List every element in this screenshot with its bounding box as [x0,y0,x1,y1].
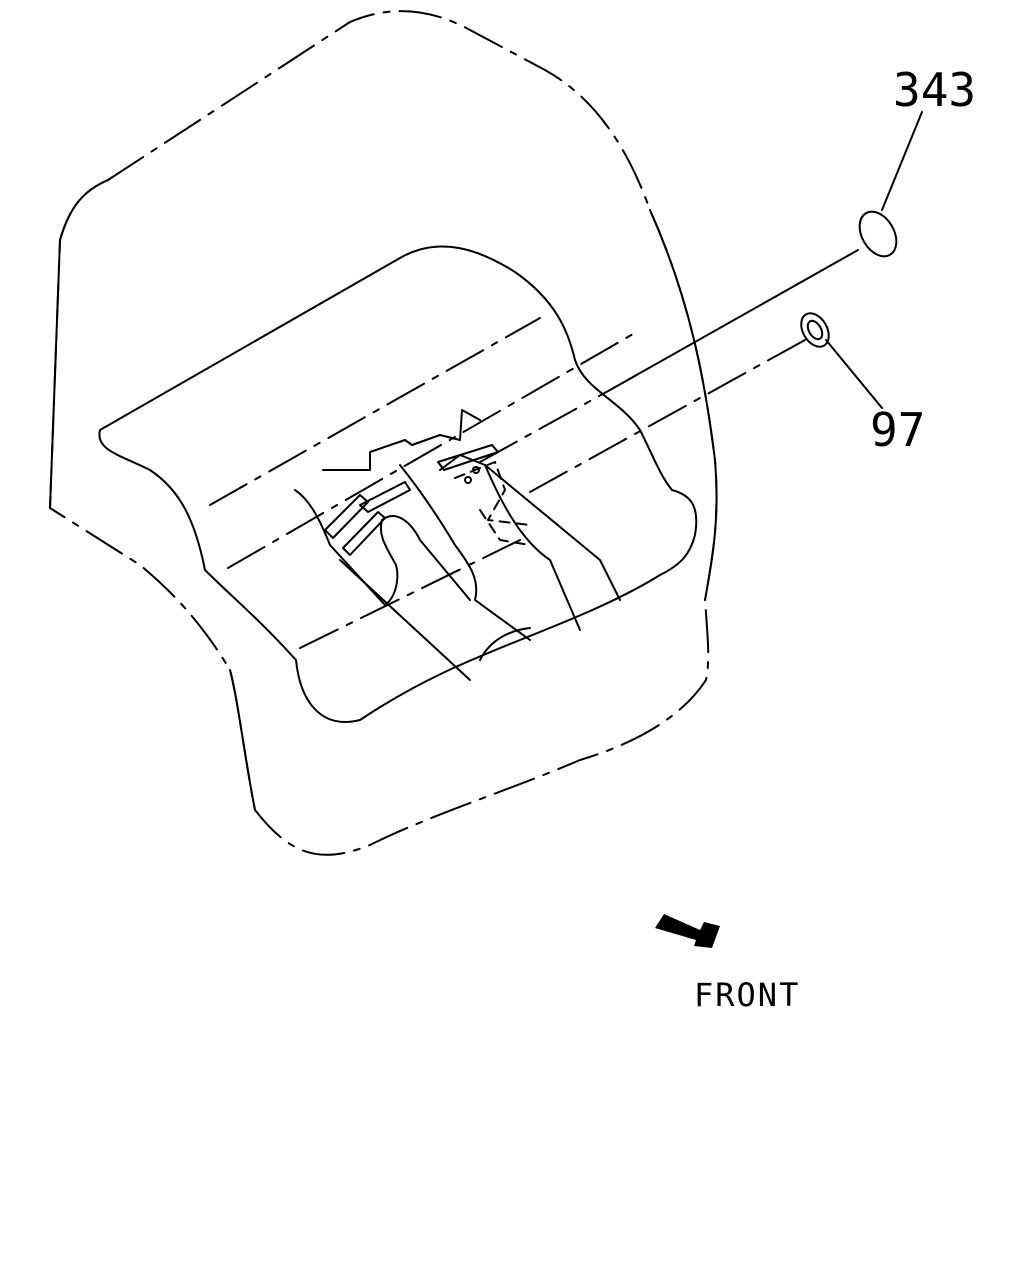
interior-line-1 [209,317,541,506]
outer-panel-edge-left [49,179,109,509]
interior-line-3 [299,539,521,649]
callout-97: 97 [870,403,925,457]
front-arrow-icon [655,914,720,948]
projection-line-97 [529,339,806,493]
hidden-hole-1 [464,476,472,484]
hidden-detail-1 [454,461,531,526]
projection-line-343-hidden [479,389,611,463]
hidden-hole-2 [472,466,480,474]
bracket-slots [324,481,411,556]
pedal-arm-right [439,454,581,631]
front-label: FRONT [694,976,800,1014]
hidden-detail-2 [479,509,531,546]
interior-line-2 [227,329,641,569]
leader-line-343 [881,111,923,211]
outer-panel-outline [49,10,718,856]
inner-opening-outline [98,245,698,723]
pedal-arm-center [399,464,531,641]
pedal-floor-line [339,559,531,681]
grommet-97 [800,312,830,348]
outer-panel-edge-bottom [229,669,256,811]
callout-343: 343 [893,63,976,117]
pedal-arm-left [294,489,471,606]
bracket-stepped-outline [322,409,481,471]
pedal-arm-far-right [484,464,621,601]
projection-line-343 [609,249,859,391]
outer-panel-edge-right [649,209,718,601]
plug-343 [858,210,898,258]
leader-line-97 [825,339,883,409]
